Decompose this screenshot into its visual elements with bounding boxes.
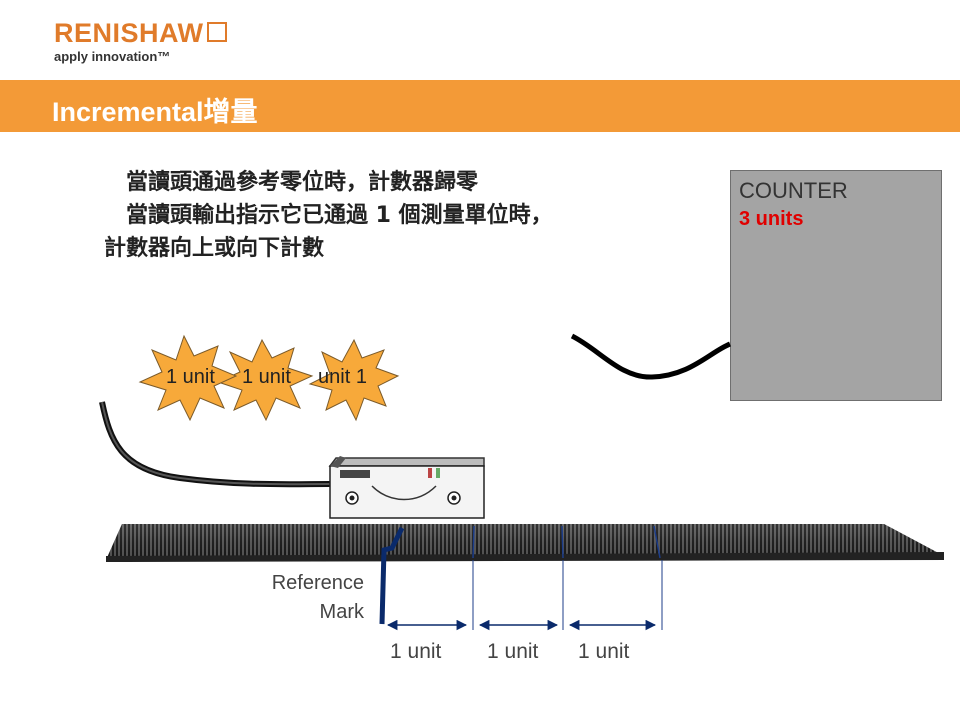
- counter-box: [730, 170, 942, 401]
- reference-label-line-2: Mark: [319, 601, 364, 623]
- body-line-2: 當讀頭輸出指示它已通過 1 個測量單位時，: [126, 203, 553, 228]
- unit-label-2: 1 unit: [487, 640, 539, 663]
- renishaw-logo: RENISHAW: [54, 18, 227, 48]
- counter-value: 3 units: [739, 208, 804, 230]
- unit-label-3: 1 unit: [578, 640, 630, 663]
- reference-label-line-1: Reference: [271, 572, 364, 594]
- brand-name: RENISHAW: [54, 18, 204, 48]
- logo-emblem-icon: [206, 22, 227, 42]
- counter-label: COUNTER: [739, 178, 848, 203]
- title-bar: [0, 80, 960, 132]
- body-line-1: 當讀頭通過參考零位時，計數器歸零: [126, 170, 479, 195]
- body-line-3: 計數器向上或向下計數: [104, 236, 325, 261]
- burst-1: [138, 334, 238, 422]
- reference-mark-line: [379, 526, 405, 625]
- burst-label-1: 1 unit: [166, 366, 215, 388]
- slide-title: Incremental增量: [52, 97, 258, 127]
- counter-cable: [570, 333, 732, 380]
- burst-label-3: 1 unit: [318, 366, 367, 388]
- unit-label-1: 1 unit: [390, 640, 442, 663]
- scale: [106, 524, 944, 562]
- brand-tagline: apply innovation™: [54, 49, 171, 64]
- burst-3: [308, 338, 400, 422]
- readhead-cable: [99, 401, 331, 488]
- readhead: [328, 456, 485, 519]
- burst-label-2: 1 unit: [242, 366, 291, 388]
- burst-2: [216, 338, 314, 422]
